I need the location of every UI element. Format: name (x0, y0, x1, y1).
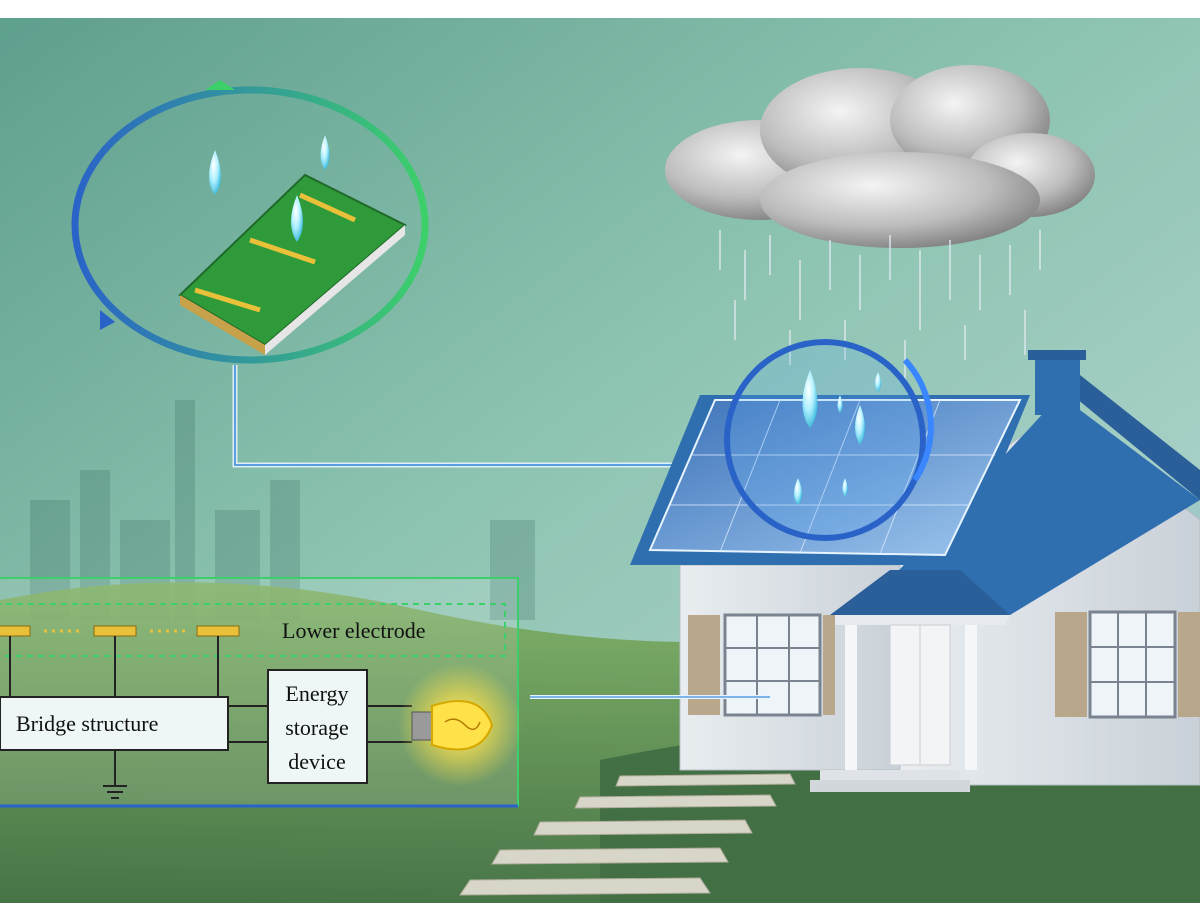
energy-storage-label-line2: storage (285, 715, 349, 740)
bridge-structure-box (0, 696, 229, 751)
energy-storage-label-line3: device (288, 749, 345, 774)
generator-detail (71, 80, 720, 468)
ground-icon (103, 785, 127, 799)
rain-cloud-icon (665, 65, 1095, 380)
lightbulb-icon (398, 663, 522, 787)
water-drop-icon (209, 135, 330, 242)
arrow-head-icon (205, 80, 235, 90)
lower-electrode-label: Lower electrode (282, 618, 426, 643)
arrow-head-icon (100, 310, 115, 330)
generator-chip-icon (178, 173, 407, 355)
circuit-diagram: Lower electrode Bridge structure Energy … (0, 577, 522, 808)
energy-storage-label-line1: Energy (285, 681, 348, 706)
energy-storage-box (267, 669, 368, 784)
bridge-structure-label: Bridge structure (16, 711, 158, 736)
roof-droplet-ring (724, 339, 934, 541)
stepping-stones (459, 773, 796, 896)
water-drop-icon (794, 370, 881, 505)
